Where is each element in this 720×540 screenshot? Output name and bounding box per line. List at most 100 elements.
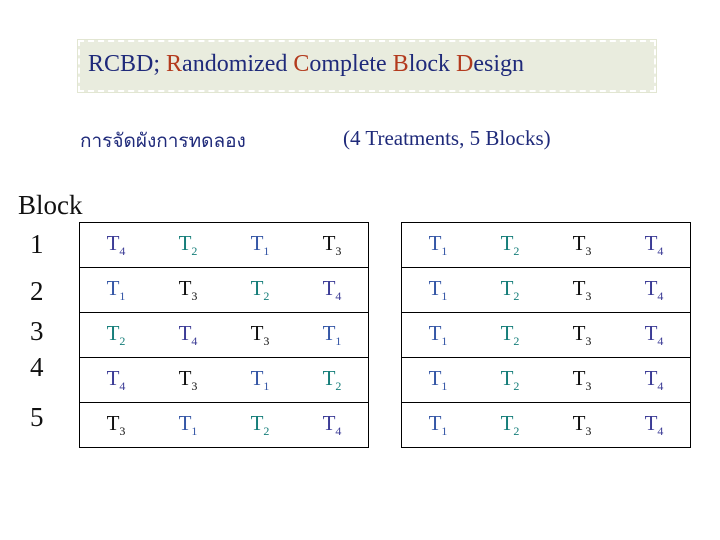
treatment-number: 1 [441,379,448,394]
treatment-number: 3 [585,334,592,349]
treatment-letter: T [428,365,442,390]
title-segment: andomized [182,51,294,77]
treatment-number: 4 [191,334,198,349]
treatment-number: 1 [119,289,126,304]
treatment-cell: T1 [79,267,152,313]
treatment-letter: T [644,275,658,300]
treatment-letter: T [500,365,514,390]
title-initial: B [392,51,409,77]
treatment-number: 2 [513,334,520,349]
treatment-letter: T [178,410,192,435]
treatment-cell: T4 [618,312,691,358]
treatment-letter: T [106,410,120,435]
treatment-number: 2 [513,379,520,394]
treatment-number: 2 [513,424,520,439]
treatment-cell: T2 [474,402,546,448]
treatment-cell: T3 [546,312,618,358]
treatment-number: 4 [335,289,342,304]
treatment-cell: T1 [401,267,474,313]
treatment-number: 3 [191,289,198,304]
treatment-letter: T [500,410,514,435]
treatment-letter: T [106,365,120,390]
treatment-letter: T [428,410,442,435]
treatment-letter: T [572,230,586,255]
treatment-number: 1 [263,379,270,394]
treatment-letter: T [178,275,192,300]
treatment-number: 2 [513,289,520,304]
treatment-number: 2 [119,334,126,349]
block-number: 3 [30,316,44,346]
treatment-letter: T [178,320,192,345]
design-subtitle: (4 Treatments, 5 Blocks) [343,126,551,150]
title-initial: C [293,51,310,77]
treatment-letter: T [500,230,514,255]
treatment-letter: T [250,320,264,345]
treatment-cell: T1 [401,357,474,403]
treatment-cell: T4 [618,222,691,268]
treatment-number: 1 [263,244,270,259]
treatment-number: 3 [585,289,592,304]
treatment-letter: T [644,320,658,345]
treatment-cell: T2 [296,357,369,403]
treatment-number: 2 [191,244,198,259]
treatment-number: 2 [263,424,270,439]
treatment-cell: T1 [224,222,296,268]
treatment-number: 1 [441,289,448,304]
treatment-number: 4 [335,424,342,439]
treatment-letter: T [572,320,586,345]
treatment-letter: T [322,230,336,255]
treatment-letter: T [572,410,586,435]
title-segment: omplete [309,51,393,77]
treatment-letter: T [178,365,192,390]
title-segment: RCBD; [88,51,167,77]
title-initial: R [166,51,183,77]
title-segment: esign [473,51,525,77]
treatment-letter: T [644,365,658,390]
treatment-number: 4 [657,244,664,259]
treatment-letter: T [322,275,336,300]
treatment-number: 4 [657,289,664,304]
treatment-cell: T3 [79,402,152,448]
treatment-letter: T [322,410,336,435]
treatment-cell: T3 [546,222,618,268]
treatment-cell: T1 [401,222,474,268]
treatment-number: 3 [191,379,198,394]
treatment-letter: T [322,365,336,390]
treatment-cell: T4 [296,402,369,448]
block-number: 1 [30,229,44,259]
treatment-letter: T [500,275,514,300]
block-number: 4 [30,352,44,382]
treatment-number: 2 [513,244,520,259]
treatment-number: 3 [585,424,592,439]
treatment-number: 3 [335,244,342,259]
treatment-number: 1 [191,424,198,439]
treatment-letter: T [428,320,442,345]
treatment-cell: T2 [79,312,152,358]
treatment-cell: T2 [224,267,296,313]
treatment-number: 3 [263,334,270,349]
treatment-letter: T [250,410,264,435]
treatment-letter: T [428,275,442,300]
treatment-number: 1 [441,424,448,439]
treatment-letter: T [644,230,658,255]
treatment-cell: T3 [546,402,618,448]
treatment-number: 2 [263,289,270,304]
treatment-cell: T4 [618,357,691,403]
block-number: 5 [30,402,44,432]
treatment-cell: T4 [618,267,691,313]
treatment-cell: T2 [474,267,546,313]
treatment-letter: T [250,275,264,300]
treatment-number: 3 [585,244,592,259]
treatment-number: 1 [335,334,342,349]
treatment-cell: T4 [79,357,152,403]
treatment-letter: T [106,230,120,255]
